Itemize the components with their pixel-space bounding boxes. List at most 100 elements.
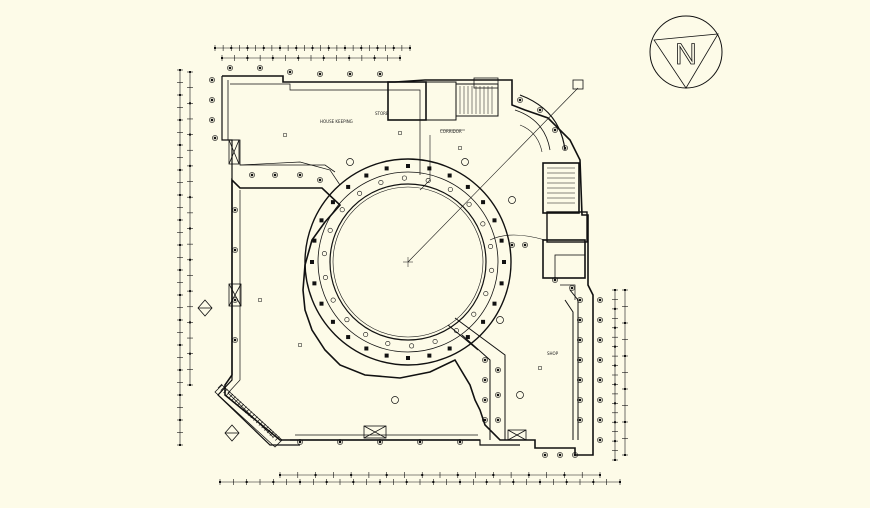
- hatch-line: [220, 386, 225, 391]
- wall-column-core: [598, 298, 602, 302]
- dimension-node: [624, 289, 626, 291]
- rotunda-column: [346, 184, 351, 189]
- wall-column-core: [483, 378, 487, 382]
- wall-column-core: [523, 243, 527, 247]
- wall-column: [577, 317, 583, 323]
- dimension-node: [272, 481, 275, 483]
- ceiling-fixture: [258, 298, 262, 302]
- dimension-node: [189, 290, 191, 293]
- wall-column-core: [233, 338, 237, 342]
- wall-column: [577, 297, 583, 303]
- left-wall-inner: [227, 190, 274, 438]
- dimension-node: [614, 402, 616, 405]
- wall-column: [317, 71, 323, 77]
- wall-column-core: [378, 72, 382, 76]
- rotunda-fixture: [385, 341, 391, 347]
- wall-column: [597, 397, 603, 403]
- wall-column: [287, 69, 293, 75]
- wall-column-core: [496, 393, 500, 397]
- dimension-node: [373, 57, 376, 59]
- dimension-node: [624, 388, 626, 390]
- room-label-top: HOUSE KEEPING: [320, 119, 353, 124]
- section-marker-left-icon: [197, 299, 213, 317]
- dimension-node: [179, 144, 181, 146]
- core-block-right-3: [542, 239, 586, 279]
- hatch-line: [247, 411, 253, 416]
- hatch-line: [225, 391, 231, 396]
- hatch-line: [239, 403, 245, 409]
- dimension-node: [314, 474, 317, 476]
- dimension-node: [279, 474, 281, 476]
- wall-column: [317, 177, 323, 183]
- wall-column-core: [578, 398, 582, 402]
- dimension-node: [614, 440, 616, 443]
- dimension-node: [179, 169, 181, 171]
- dimension-node: [614, 326, 616, 329]
- rotunda-column: [330, 319, 335, 324]
- rotunda-mid-ring: [317, 171, 499, 353]
- wall-column-core: [348, 72, 352, 76]
- wall-column: [597, 317, 603, 323]
- dimension-node: [624, 454, 626, 456]
- wall-column-core: [598, 378, 602, 382]
- dimension-node: [624, 355, 626, 357]
- rotunda-fixture: [489, 267, 495, 273]
- lift-box-left: [228, 139, 240, 165]
- top-wing-inner: [230, 83, 421, 175]
- rotunda-column: [427, 353, 432, 358]
- wall-column: [577, 397, 583, 403]
- rotunda-column: [406, 356, 410, 360]
- dimension-node: [179, 344, 181, 346]
- wall-column: [457, 439, 463, 445]
- entrance-curve-inner: [514, 109, 551, 151]
- wall-column-core: [553, 128, 557, 132]
- room-label-corridor: CORRIDOR: [440, 129, 462, 134]
- rotunda-fixtures: [321, 175, 495, 349]
- wall-column-core: [210, 118, 214, 122]
- dimension-node: [527, 474, 530, 476]
- dimension-node: [189, 321, 191, 324]
- wall-column: [597, 377, 603, 383]
- rotunda-fixture: [480, 221, 486, 227]
- rotunda-fixture: [327, 227, 333, 233]
- dimension-node: [619, 481, 621, 483]
- wall-column-core: [210, 98, 214, 102]
- dimension-node: [189, 258, 191, 261]
- dimension-node: [221, 57, 223, 59]
- entrance-curve-inner-2: [519, 124, 543, 153]
- dimension-node: [262, 47, 265, 49]
- wall-column: [537, 107, 543, 113]
- wall-column: [482, 417, 488, 423]
- wall-column: [232, 247, 238, 253]
- wall-column-core: [228, 66, 232, 70]
- top-wing-south: [239, 161, 341, 186]
- wall-column-core: [273, 173, 277, 177]
- dimension-node: [189, 352, 191, 355]
- wall-column-core: [288, 70, 292, 74]
- wall-column: [377, 71, 383, 77]
- dimension-node: [179, 219, 181, 221]
- wall-column: [482, 357, 488, 363]
- dimension-line-left: [177, 69, 193, 446]
- bottom-wall: [290, 439, 520, 446]
- wall-column: [557, 452, 563, 458]
- wall-column: [552, 127, 558, 133]
- rotunda-fixture: [425, 177, 431, 183]
- rotunda-fixture: [322, 275, 328, 281]
- rotunda-column: [499, 281, 504, 286]
- wall-column-core: [298, 440, 302, 444]
- ceiling-fixture: [283, 133, 287, 137]
- lift-box-bottom: [363, 425, 387, 439]
- wall-column: [232, 297, 238, 303]
- wall-column: [337, 439, 343, 445]
- dimension-node: [459, 481, 461, 483]
- hatch-strip: [214, 383, 283, 448]
- wall-column-core: [563, 146, 567, 150]
- wall-column-core: [298, 173, 302, 177]
- wall-column: [562, 145, 568, 151]
- rotunda-fixture: [321, 251, 327, 257]
- wall-column-core: [598, 358, 602, 362]
- rotunda-column: [384, 353, 389, 358]
- dimension-node: [376, 47, 379, 49]
